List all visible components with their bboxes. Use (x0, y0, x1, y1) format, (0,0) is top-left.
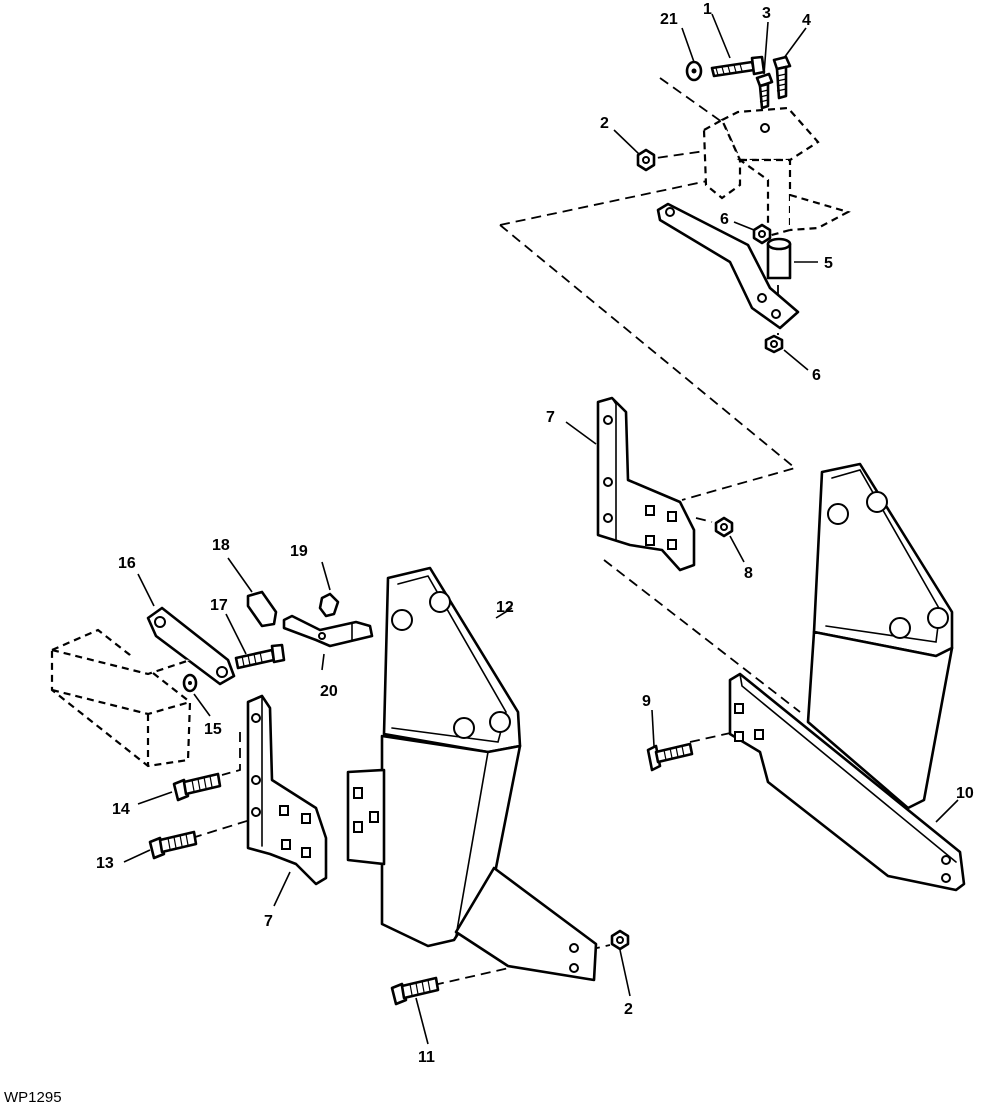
arm-10 (728, 672, 966, 892)
right-standard (806, 462, 954, 810)
callout-20: 20 (320, 683, 338, 700)
callout-3: 3 (762, 5, 771, 22)
upper-mount-bracket (702, 106, 851, 238)
side-plate-7-upper (596, 396, 696, 572)
bolt-3 (755, 72, 774, 110)
callout-13: 13 (96, 855, 114, 872)
callout-21: 21 (660, 11, 678, 28)
callout-9: 9 (642, 693, 651, 710)
washer-21 (685, 60, 703, 82)
bolt-9 (646, 742, 694, 772)
bolt-1 (710, 55, 766, 78)
callout-8: 8 (744, 565, 753, 582)
nut-6-lower (764, 334, 784, 354)
nut-2-upper (636, 148, 656, 172)
washer-15 (182, 673, 198, 693)
callout-7-lower: 7 (264, 913, 273, 930)
callout-11: 11 (418, 1049, 435, 1066)
center-standard-12 (346, 566, 598, 982)
callout-18: 18 (212, 537, 230, 554)
bolt-4 (772, 55, 792, 100)
link-16 (146, 606, 236, 686)
side-plate-7-lower (246, 694, 328, 886)
nut-8 (714, 516, 734, 538)
callout-17: 17 (210, 597, 228, 614)
mounting-strap (656, 202, 800, 330)
nut-6-upper (752, 223, 772, 245)
clip-18 (246, 590, 278, 628)
callout-leaders (123, 13, 959, 1045)
callout-10: 10 (956, 785, 974, 802)
pin-19 (318, 592, 340, 618)
callout-6-upper: 6 (720, 211, 729, 228)
callout-1: 1 (703, 1, 712, 18)
callout-4: 4 (802, 12, 811, 29)
spacer-5 (766, 237, 792, 280)
callout-6-lower: 6 (812, 367, 821, 384)
callout-labels: 21 1 3 4 2 6 5 6 7 8 12 16 18 19 17 20 1… (96, 1, 974, 1066)
callout-7-upper: 7 (546, 409, 555, 426)
callout-19: 19 (290, 543, 308, 560)
callout-12: 12 (496, 599, 514, 616)
callout-16: 16 (118, 555, 136, 572)
callout-5: 5 (824, 255, 833, 272)
callout-14: 14 (112, 801, 130, 818)
bolt-17 (234, 643, 286, 670)
bolt-13 (148, 830, 198, 860)
nut-2-lower (610, 929, 630, 951)
bolt-11 (390, 976, 440, 1006)
callout-15: 15 (204, 721, 222, 738)
callout-2-upper: 2 (600, 115, 609, 132)
callout-2-lower: 2 (624, 1001, 633, 1018)
figure-code: WP1295 (4, 1089, 62, 1106)
pin-20 (282, 614, 374, 648)
bolt-14 (172, 772, 222, 802)
tool-box-outline (50, 628, 192, 768)
